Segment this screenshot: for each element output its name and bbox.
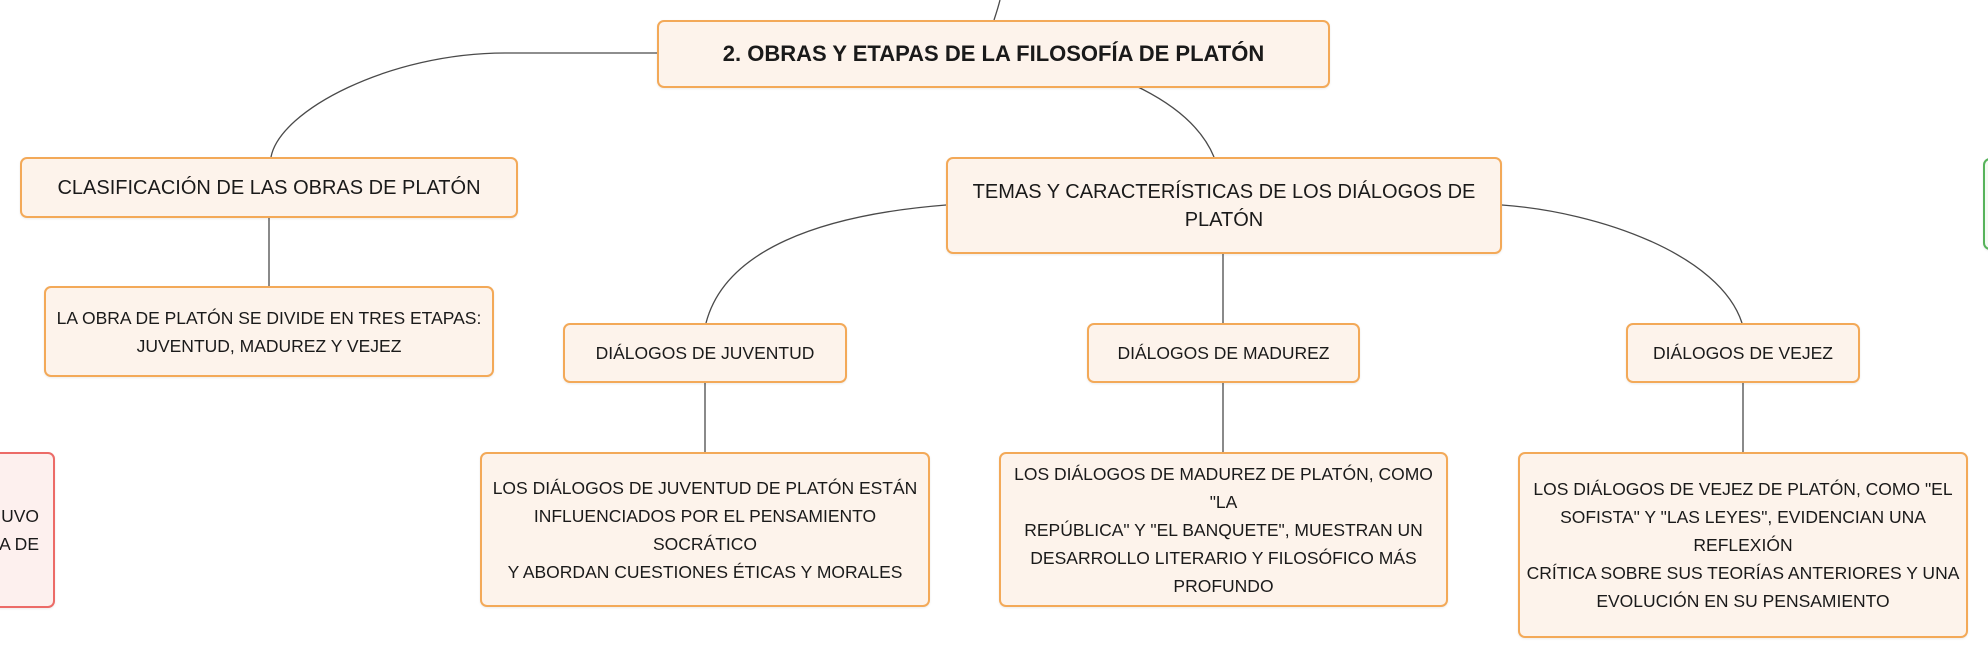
madurez-description-node[interactable]: LOS DIÁLOGOS DE MADUREZ DE PLATÓN, COMO … xyxy=(999,452,1448,607)
juventud-node[interactable]: DIÁLOGOS DE JUVENTUD xyxy=(563,323,847,383)
temas-node[interactable]: TEMAS Y CARACTERÍSTICAS DE LOS DIÁLOGOS … xyxy=(946,157,1502,254)
clasificacion-node[interactable]: CLASIFICACIÓN DE LAS OBRAS DE PLATÓN xyxy=(20,157,518,218)
etapas-node[interactable]: LA OBRA DE PLATÓN SE DIVIDE EN TRES ETAP… xyxy=(44,286,494,377)
madurez-node[interactable]: DIÁLOGOS DE MADUREZ xyxy=(1087,323,1360,383)
root-topic-node[interactable]: 2. OBRAS Y ETAPAS DE LA FILOSOFÍA DE PLA… xyxy=(657,20,1330,88)
connector-root-to-parent xyxy=(993,0,1001,21)
connector-temas-to-vejez xyxy=(1501,204,1743,324)
partial-red-node[interactable]: UVO A DE xyxy=(0,452,55,608)
partial-green-node[interactable] xyxy=(1983,158,1988,250)
juventud-description-node[interactable]: LOS DIÁLOGOS DE JUVENTUD DE PLATÓN ESTÁN… xyxy=(480,452,930,607)
connector-root-to-clasificacion xyxy=(270,52,657,158)
vejez-node[interactable]: DIÁLOGOS DE VEJEZ xyxy=(1626,323,1860,383)
connector-temas-to-juventud xyxy=(705,204,947,324)
vejez-description-node[interactable]: LOS DIÁLOGOS DE VEJEZ DE PLATÓN, COMO "E… xyxy=(1518,452,1968,638)
connector-root-to-temas xyxy=(1137,86,1215,158)
